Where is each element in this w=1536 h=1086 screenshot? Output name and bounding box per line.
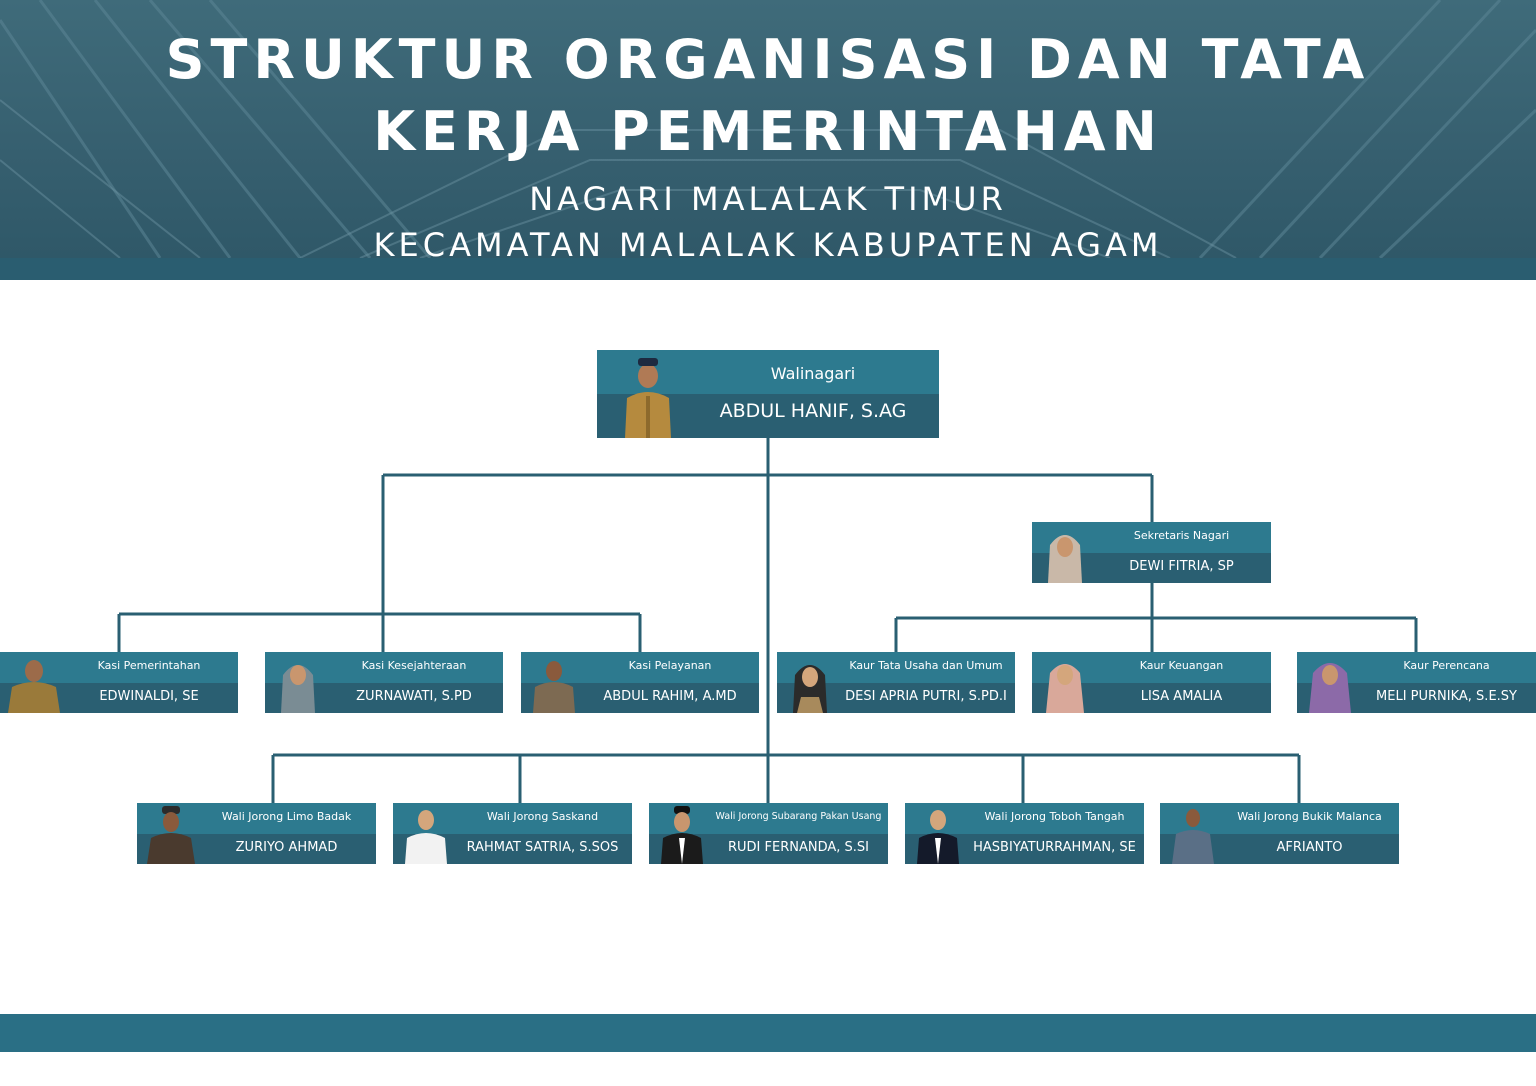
person-name: AFRIANTO: [1276, 840, 1343, 855]
card-kasi-pelayanan: Kasi Pelayanan ABDUL RAHIM, A.MD: [521, 652, 759, 713]
person-photo: [1046, 664, 1084, 713]
page-title-line-2: KERJA PEMERINTAHAN: [373, 100, 1163, 163]
person-name: DESI APRIA PUTRI, S.PD.I: [845, 689, 1007, 704]
card-wali-jorong-saskand: Wali Jorong Saskand RAHMAT SATRIA, S.SOS: [393, 803, 632, 864]
person-name: ABDUL HANIF, S.AG: [719, 400, 907, 422]
person-name: EDWINALDI, SE: [99, 689, 199, 704]
person-photo: [147, 806, 195, 864]
person-photo: [661, 806, 703, 864]
card-wali-jorong-limo-badak: Wali Jorong Limo Badak ZURIYO AHMAD: [137, 803, 376, 864]
card-walinagari: Walinagari ABDUL HANIF, S.AG: [597, 350, 939, 438]
card-wali-jorong-bukik-malanca: Wali Jorong Bukik Malanca AFRIANTO: [1160, 803, 1399, 864]
person-photo: [917, 810, 959, 864]
card-wali-jorong-toboh-tangah: Wali Jorong Toboh Tangah HASBIYATURRAHMA…: [905, 803, 1144, 864]
person-name: HASBIYATURRAHMAN, SE: [973, 840, 1136, 855]
role-label: Wali Jorong Saskand: [486, 810, 599, 823]
role-label: Wali Jorong Toboh Tangah: [984, 810, 1125, 823]
role-label: Kaur Perencana: [1403, 659, 1490, 672]
role-label: Walinagari: [770, 364, 856, 383]
role-label: Wali Jorong Subarang Pakan Usang: [715, 811, 882, 822]
role-label: Kasi Pelayanan: [628, 659, 712, 672]
person-photo: [1048, 535, 1082, 583]
card-kaur-tata-usaha: Kaur Tata Usaha dan Umum DESI APRIA PUTR…: [777, 652, 1015, 713]
card-wali-jorong-subarang-pakan-usang: Wali Jorong Subarang Pakan Usang RUDI FE…: [649, 803, 888, 864]
person-photo: [1172, 809, 1214, 864]
person-photo: [793, 665, 827, 713]
role-label: Kasi Pemerintahan: [97, 659, 201, 672]
person-photo: [533, 661, 575, 713]
role-label: Kaur Keuangan: [1139, 659, 1224, 672]
person-name: RAHMAT SATRIA, S.SOS: [466, 840, 619, 855]
role-label: Kasi Kesejahteraan: [361, 659, 467, 672]
card-kaur-keuangan: Kaur Keuangan LISA AMALIA: [1032, 652, 1271, 713]
person-name: ZURNAWATI, S.PD: [356, 689, 472, 704]
header-divider-band: [0, 258, 1536, 280]
role-label: Wali Jorong Bukik Malanca: [1237, 810, 1382, 823]
card-kasi-pemerintahan: Kasi Pemerintahan EDWINALDI, SE: [0, 652, 238, 713]
subtitle-line-2: KECAMATAN MALALAK KABUPATEN AGAM: [373, 226, 1163, 258]
card-kasi-kesejahteraan: Kasi Kesejahteraan ZURNAWATI, S.PD: [265, 652, 503, 713]
person-name: ZURIYO AHMAD: [235, 840, 338, 855]
person-photo: [8, 660, 60, 713]
card-kaur-perencana: Kaur Perencana MELI PURNIKA, S.E.SY: [1297, 652, 1536, 713]
person-photo: [1309, 663, 1351, 713]
role-label: Wali Jorong Limo Badak: [221, 810, 352, 823]
person-name: LISA AMALIA: [1140, 689, 1223, 704]
card-sekretaris: Sekretaris Nagari DEWI FITRIA, SP: [1032, 522, 1271, 583]
person-name: DEWI FITRIA, SP: [1129, 559, 1234, 574]
person-name: MELI PURNIKA, S.E.SY: [1376, 689, 1517, 704]
subtitle-line-1: NAGARI MALALAK TIMUR: [529, 180, 1007, 218]
header-banner: STRUKTUR ORGANISASI DAN TATA KERJA PEMER…: [0, 0, 1536, 258]
person-photo: [281, 665, 315, 713]
footer-band: [0, 1014, 1536, 1052]
role-label: Sekretaris Nagari: [1133, 529, 1230, 542]
person-name: RUDI FERNANDA, S.SI: [727, 840, 869, 855]
person-photo: [405, 810, 447, 864]
page-title-line-1: STRUKTUR ORGANISASI DAN TATA: [165, 28, 1371, 91]
building-background-graphic: [0, 0, 1536, 258]
role-label: Kaur Tata Usaha dan Umum: [849, 659, 1003, 672]
person-photo: [625, 358, 671, 438]
person-name: ABDUL RAHIM, A.MD: [603, 689, 737, 704]
